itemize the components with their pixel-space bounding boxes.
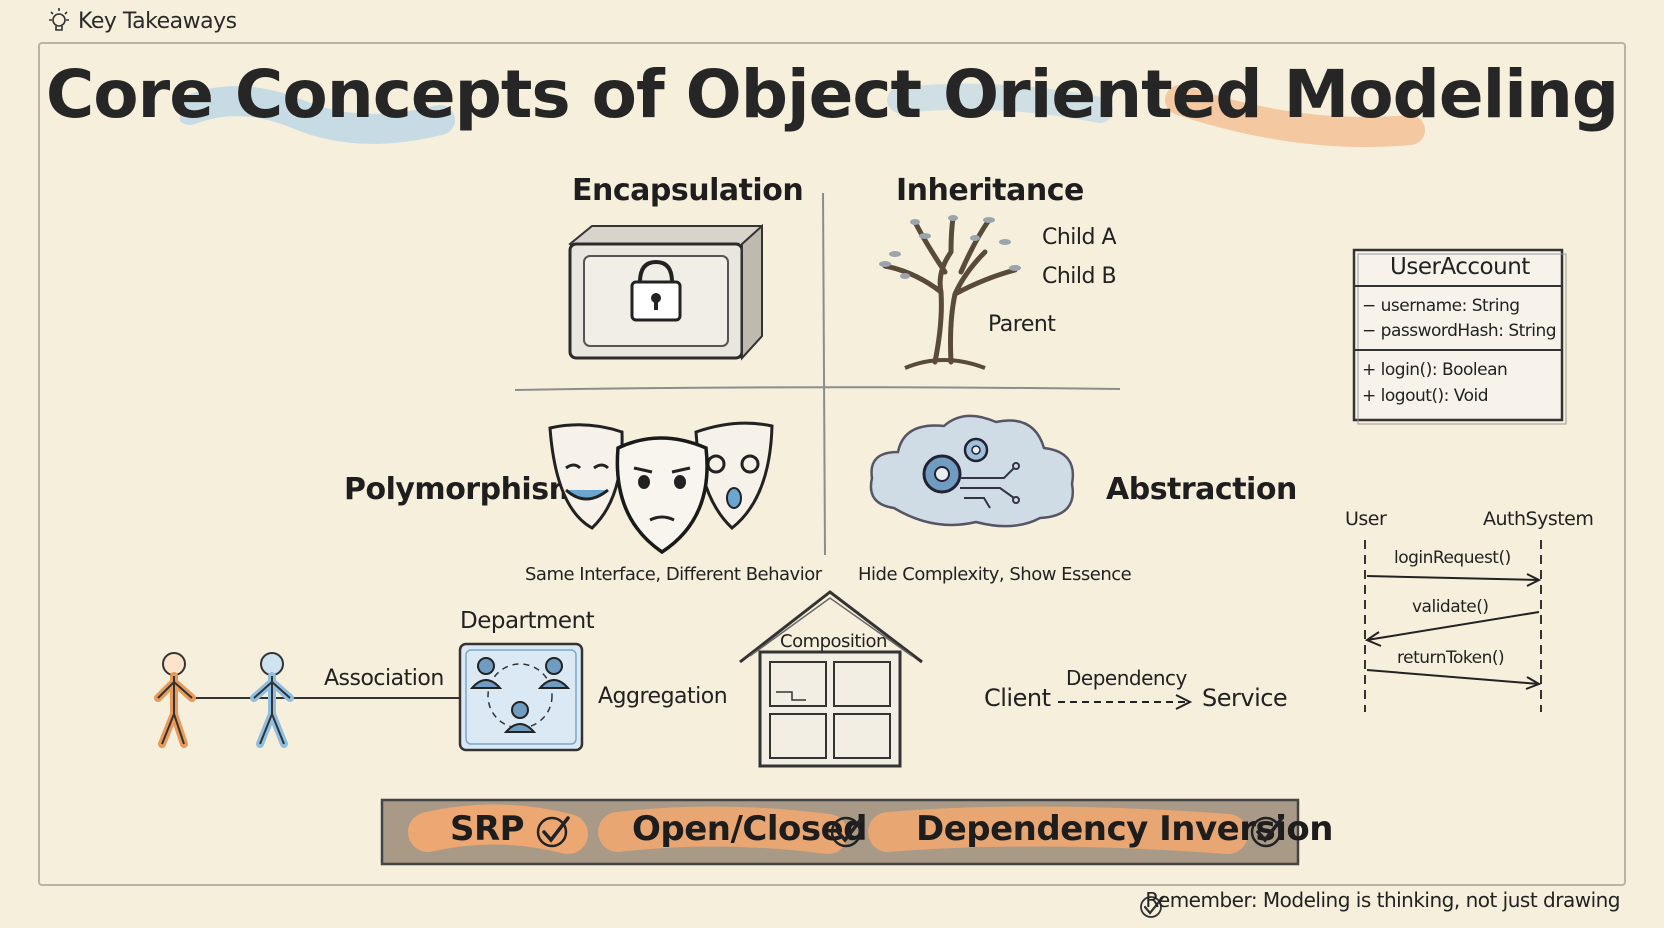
department-label: Department xyxy=(460,608,595,634)
footer-reminder: Remember: Modeling is thinking, not just… xyxy=(1145,888,1620,912)
sequence-lifelines xyxy=(1364,540,1542,712)
polymorphism-title: Polymorphism xyxy=(344,472,580,507)
quadrant-dividers xyxy=(514,192,1120,556)
abstraction-title: Abstraction xyxy=(1106,472,1297,507)
child-a-label: Child A xyxy=(1042,225,1117,250)
check-icon xyxy=(1140,895,1165,918)
cloud-gears-icon xyxy=(869,414,1075,528)
lightbulb-icon xyxy=(49,8,69,31)
dependency-arrow xyxy=(1058,694,1193,710)
encapsulation-title: Encapsulation xyxy=(572,173,804,208)
person-blue-icon xyxy=(250,652,294,748)
tree-icon xyxy=(879,215,1021,370)
message-login-request: loginRequest() xyxy=(1394,548,1511,568)
composition-label: Composition xyxy=(780,631,887,652)
check-icon xyxy=(1250,816,1284,848)
abstraction-caption: Hide Complexity, Show Essence xyxy=(858,564,1132,585)
class-method-1: + login(): Boolean xyxy=(1362,360,1508,380)
class-box-outline xyxy=(1352,248,1567,425)
inheritance-title: Inheritance xyxy=(896,173,1084,208)
page-title: Core Concepts of Object Oriented Modelin… xyxy=(45,56,1619,133)
title-highlight xyxy=(180,83,1425,147)
masks-icon xyxy=(548,421,774,555)
class-attribute-1: − username: String xyxy=(1362,296,1520,316)
check-icon xyxy=(830,816,864,848)
sequence-actor-authsystem: AuthSystem xyxy=(1483,508,1594,530)
department-group-icon xyxy=(458,642,584,752)
class-name: UserAccount xyxy=(1390,254,1530,280)
class-attribute-2: − passwordHash: String xyxy=(1362,321,1557,341)
person-orange-icon xyxy=(154,652,196,748)
class-method-2: + logout(): Void xyxy=(1362,386,1489,406)
aggregation-label: Aggregation xyxy=(598,684,728,709)
child-b-label: Child B xyxy=(1042,264,1117,289)
principle-open-closed: Open/Closed xyxy=(632,809,868,849)
locked-box-icon xyxy=(568,223,763,361)
polymorphism-caption: Same Interface, Different Behavior xyxy=(525,564,822,585)
house-composition-icon xyxy=(739,590,923,768)
message-return-token: returnToken() xyxy=(1397,648,1505,668)
dependency-label: Dependency xyxy=(1066,666,1187,690)
principles-banner xyxy=(380,798,1300,866)
key-takeaways-label: Key Takeaways xyxy=(78,9,237,34)
association-figures xyxy=(154,652,459,748)
check-icon xyxy=(536,816,570,848)
principle-srp: SRP xyxy=(450,809,525,849)
message-validate: validate() xyxy=(1412,597,1489,617)
association-label: Association xyxy=(324,666,444,691)
dependency-client-label: Client xyxy=(984,684,1051,712)
outer-frame xyxy=(38,42,1626,886)
dependency-service-label: Service xyxy=(1202,684,1288,712)
sequence-actor-user: User xyxy=(1345,508,1387,530)
parent-label: Parent xyxy=(988,312,1056,337)
